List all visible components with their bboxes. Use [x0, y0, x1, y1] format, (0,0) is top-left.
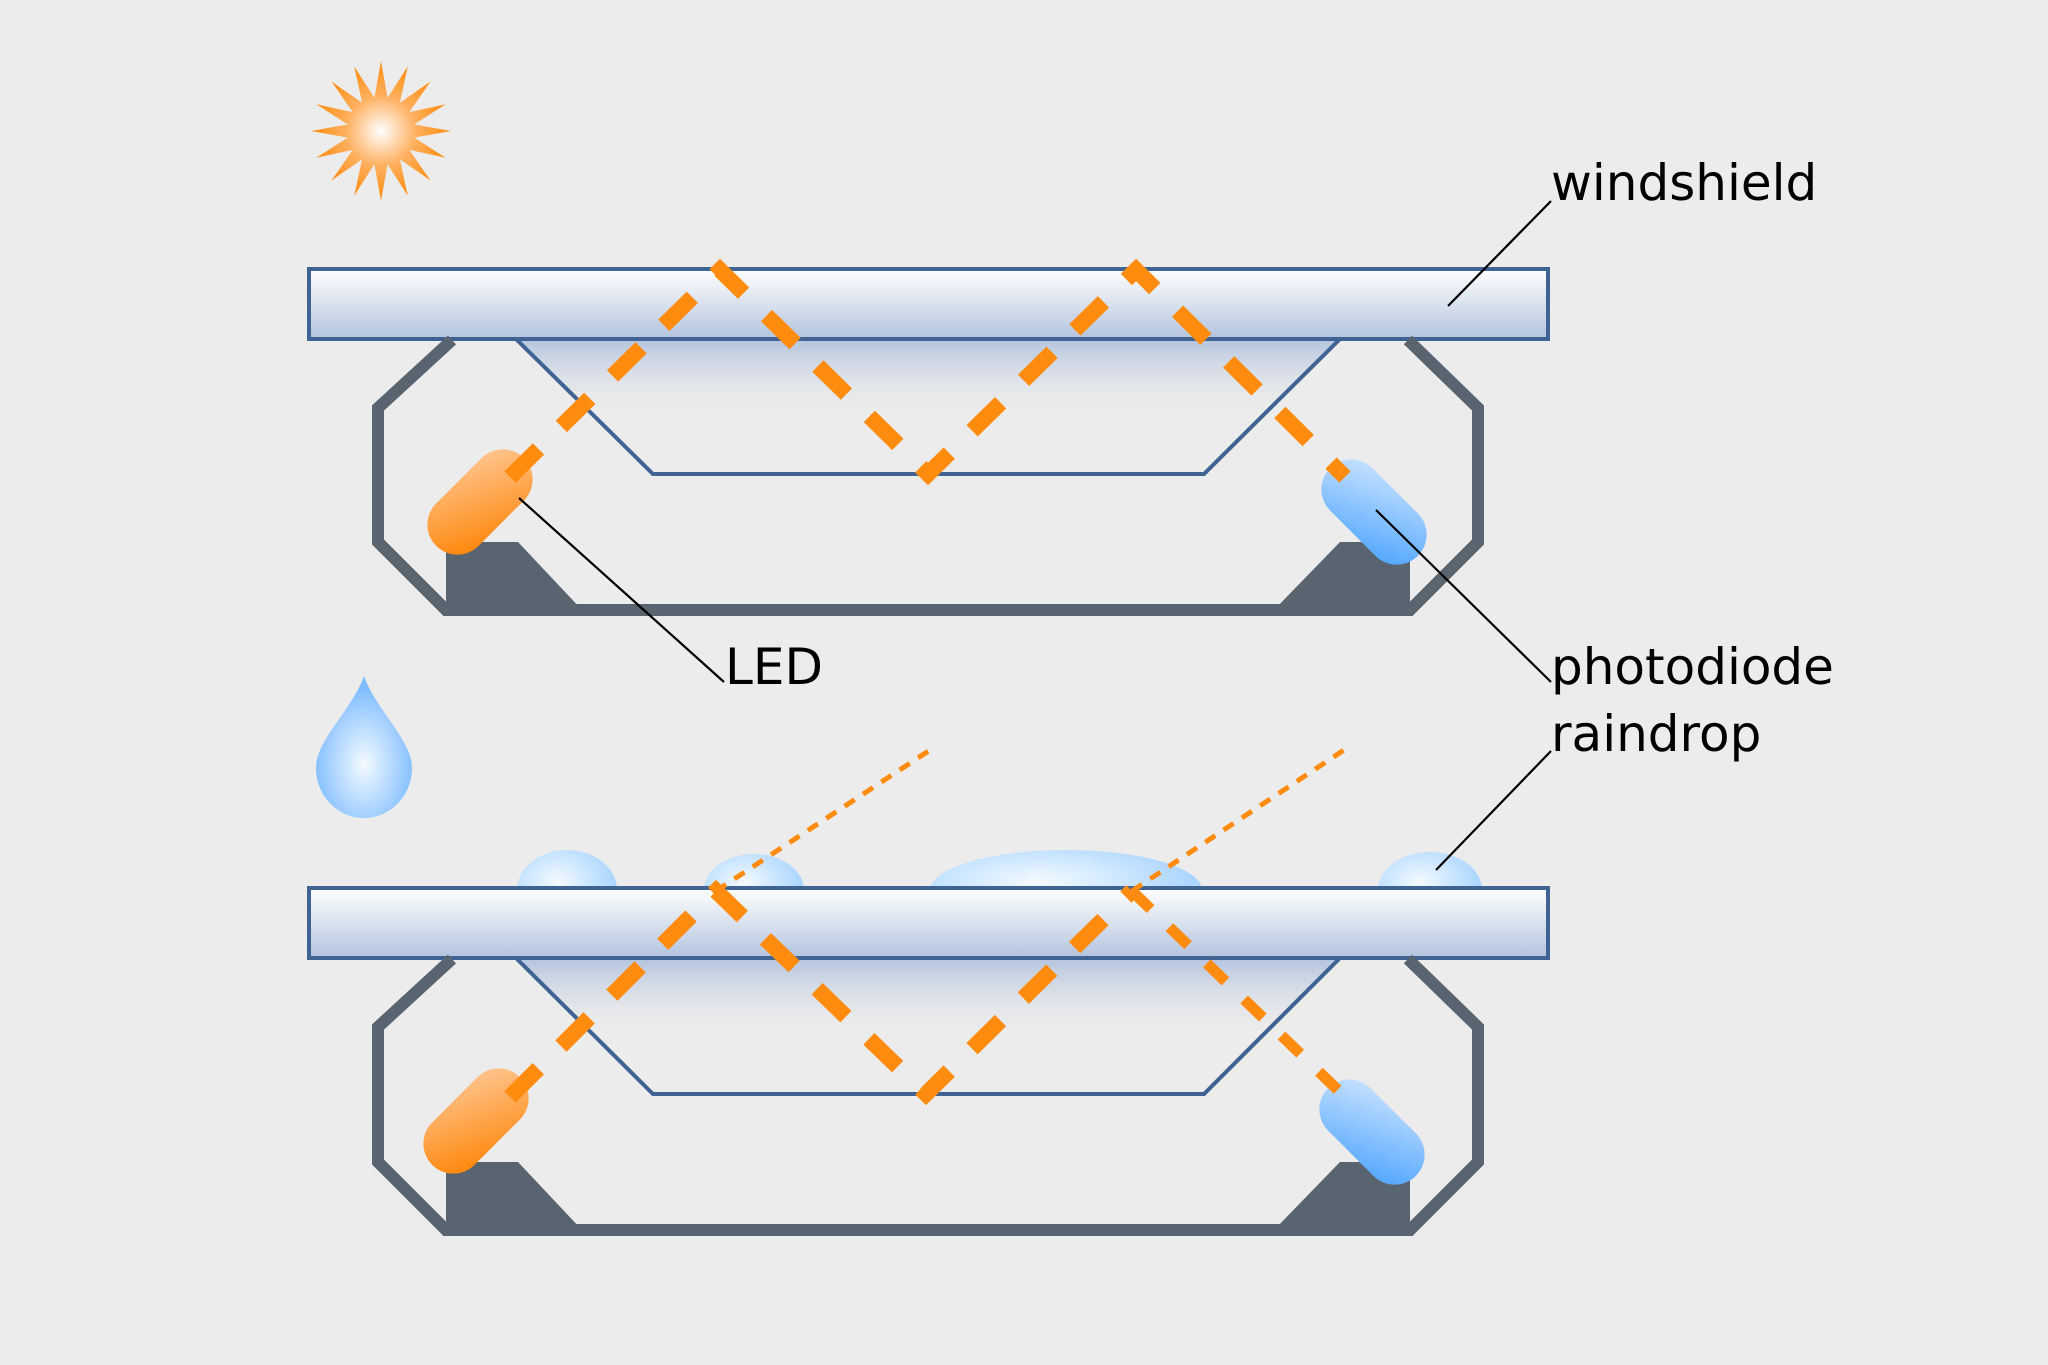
photodiode-label: photodiode — [1551, 638, 1834, 696]
sensor-housing — [372, 954, 1484, 1236]
led-leader — [518, 497, 725, 683]
raindrop-label: raindrop — [1551, 705, 1761, 763]
windshield-glass — [307, 267, 1550, 341]
photodiode-leader — [1375, 509, 1552, 683]
photodiode — [1319, 1079, 1425, 1185]
led-mount — [446, 542, 582, 610]
photodiode — [1321, 459, 1427, 565]
light-ray — [504, 879, 1138, 1106]
sun-icon — [311, 61, 451, 201]
windshield-label: windshield — [1551, 154, 1817, 212]
raindrop-icon — [316, 676, 412, 818]
raindrop-leader — [1435, 750, 1552, 871]
sensor-panel-dry — [307, 258, 1550, 616]
photodiode-mount — [1274, 1162, 1410, 1230]
light-ray — [504, 258, 1351, 486]
windshield-leader — [1447, 200, 1552, 307]
sensor-panel-wet — [307, 747, 1550, 1236]
photodiode-mount — [1274, 542, 1410, 610]
sun-shape — [311, 61, 451, 201]
sensor-housing — [372, 335, 1484, 616]
led — [423, 1068, 529, 1174]
led-label: LED — [725, 638, 823, 696]
led — [427, 449, 533, 555]
led-mount — [446, 1162, 582, 1230]
windshield-glass — [307, 886, 1550, 960]
